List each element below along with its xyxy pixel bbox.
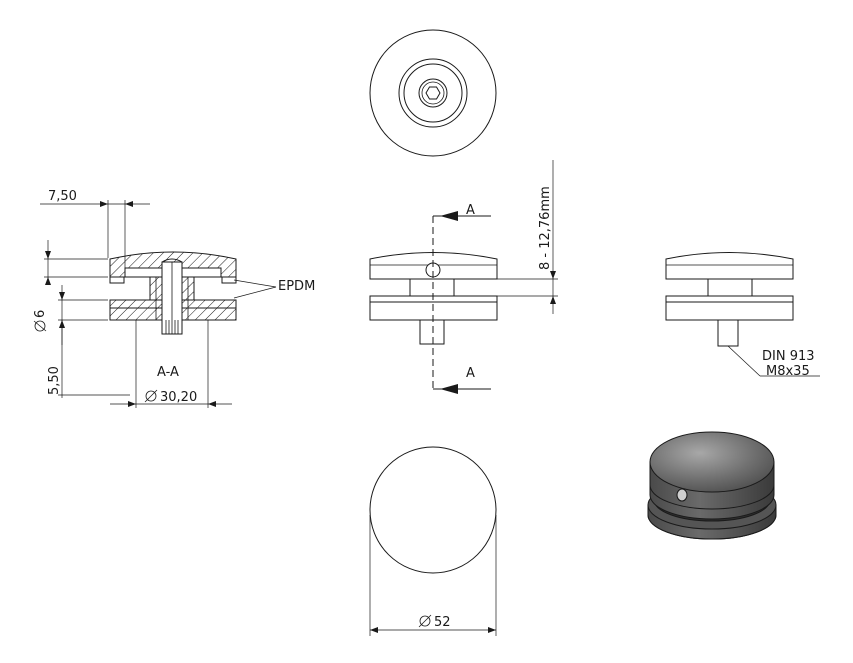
- section-arrow-icon: [440, 384, 458, 394]
- diameter-symbol-icon: [418, 614, 432, 628]
- dim-dia6-label: 6: [33, 310, 48, 318]
- dim-8-12-76-label: 8 - 12,76mm: [538, 186, 553, 270]
- side-labels: DIN 913 M8x35: [762, 349, 815, 379]
- dim-dia30-20-label: 30,20: [160, 390, 197, 405]
- diameter-symbol-icon: [144, 389, 158, 403]
- front-view: [369, 216, 498, 392]
- top-view: [369, 29, 497, 157]
- side-view: [665, 252, 820, 377]
- section-labels: 7,50 6 5,50 A-A 30,20 EPDM: [33, 189, 315, 405]
- m8x35-label: M8x35: [766, 364, 810, 379]
- bottom-view: 52: [369, 446, 497, 636]
- section-arrow-icon: [440, 211, 458, 221]
- section-mark-top: A: [466, 203, 475, 218]
- dim-5-50-label: 5,50: [47, 366, 62, 395]
- front-dimensions: [433, 160, 558, 394]
- epdm-label: EPDM: [278, 279, 315, 294]
- section-name-label: A-A: [157, 365, 179, 380]
- diameter-symbol-icon: [33, 320, 47, 332]
- front-labels: A A 8 - 12,76mm: [466, 186, 553, 381]
- isometric-view: [647, 431, 777, 540]
- dim-7-50-label: 7,50: [48, 189, 77, 204]
- din-913-label: DIN 913: [762, 349, 815, 364]
- dim-dia52-label: 52: [434, 615, 451, 630]
- section-view-a-a: [109, 251, 237, 335]
- section-mark-bottom: A: [466, 366, 475, 381]
- section-dimensions: [40, 200, 277, 408]
